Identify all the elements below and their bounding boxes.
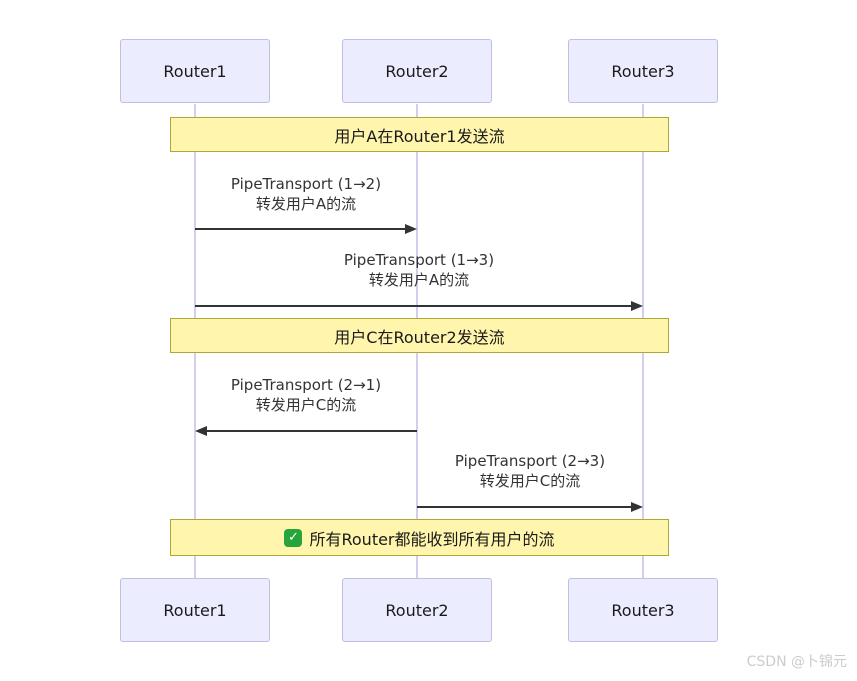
arrow-router1-to-router3 bbox=[195, 300, 643, 312]
message-label-4: PipeTransport (2→3) 转发用户C的流 bbox=[455, 451, 605, 491]
message-line1: PipeTransport (2→3) bbox=[454, 452, 606, 470]
actor-router3-bottom: Router3 bbox=[568, 578, 718, 642]
actor-label: Router3 bbox=[611, 600, 675, 620]
note-text: 所有Router都能收到所有用户的流 bbox=[309, 529, 555, 549]
arrow-shaft bbox=[195, 228, 408, 230]
message-label-2: PipeTransport (1→3) 转发用户A的流 bbox=[344, 250, 494, 290]
arrow-shaft bbox=[204, 430, 417, 432]
actor-router3-top: Router3 bbox=[568, 39, 718, 103]
actor-label: Router1 bbox=[163, 61, 227, 81]
actor-router1-bottom: Router1 bbox=[120, 578, 270, 642]
message-line2: 转发用户C的流 bbox=[479, 472, 581, 490]
message-line2: 转发用户A的流 bbox=[255, 195, 357, 213]
arrow-router2-to-router3 bbox=[417, 501, 643, 513]
check-icon: ✓ bbox=[284, 528, 303, 547]
actor-router1-top: Router1 bbox=[120, 39, 270, 103]
message-label-1: PipeTransport (1→2) 转发用户A的流 bbox=[231, 174, 381, 214]
note-text: 用户A在Router1发送流 bbox=[334, 126, 505, 146]
message-line2: 转发用户C的流 bbox=[255, 396, 357, 414]
arrowhead-icon bbox=[631, 502, 643, 512]
actor-label: Router1 bbox=[163, 600, 227, 620]
actor-label: Router3 bbox=[611, 61, 675, 81]
actor-router2-top: Router2 bbox=[342, 39, 492, 103]
actor-label: Router2 bbox=[385, 600, 449, 620]
message-line2: 转发用户A的流 bbox=[368, 271, 470, 289]
arrowhead-icon bbox=[195, 426, 207, 436]
arrow-router2-to-router1 bbox=[195, 425, 417, 437]
note-user-c-sends: 用户C在Router2发送流 bbox=[170, 318, 669, 353]
arrow-shaft bbox=[417, 506, 634, 508]
note-user-a-sends: 用户A在Router1发送流 bbox=[170, 117, 669, 152]
arrow-router1-to-router2 bbox=[195, 223, 417, 235]
csdn-watermark: CSDN @卜锦元 bbox=[746, 654, 847, 670]
arrow-shaft bbox=[195, 305, 634, 307]
note-text: 用户C在Router2发送流 bbox=[334, 327, 505, 347]
actor-router2-bottom: Router2 bbox=[342, 578, 492, 642]
arrowhead-icon bbox=[405, 224, 417, 234]
message-line1: PipeTransport (1→3) bbox=[343, 251, 495, 269]
message-line1: PipeTransport (1→2) bbox=[230, 175, 382, 193]
note-conclusion: ✓ 所有Router都能收到所有用户的流 bbox=[170, 519, 669, 556]
message-line1: PipeTransport (2→1) bbox=[230, 376, 382, 394]
arrowhead-icon bbox=[631, 301, 643, 311]
message-label-3: PipeTransport (2→1) 转发用户C的流 bbox=[231, 375, 381, 415]
actor-label: Router2 bbox=[385, 61, 449, 81]
